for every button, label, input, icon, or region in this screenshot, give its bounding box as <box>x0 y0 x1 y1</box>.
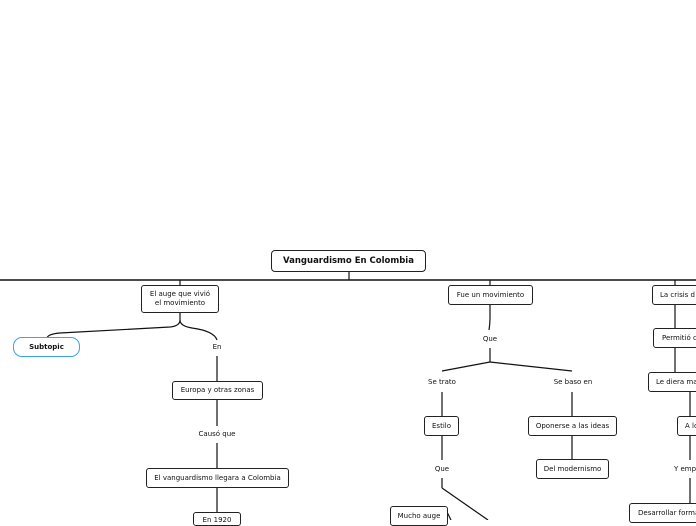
node-oponerse-label: Oponerse a las ideas <box>535 421 610 430</box>
node-permitio-label: Permitió c <box>662 333 696 342</box>
node-europa[interactable]: Europa y otras zonas <box>172 381 263 400</box>
center-topic-to-que <box>488 305 491 331</box>
connector-se-trato: Se trato <box>420 378 464 387</box>
left-fork-right <box>179 319 218 341</box>
topic-fue-label: Fue un movimiento <box>456 290 525 299</box>
node-desarrollar-label: Desarrollar forma <box>638 508 696 517</box>
node-mucho-auge[interactable]: Mucho auge <box>390 506 448 526</box>
node-llegara[interactable]: El vanguardismo llegara a Colombia <box>146 468 289 488</box>
center-fork-right <box>489 361 573 372</box>
que-diagonal <box>441 487 489 520</box>
connector-se-baso: Se baso en <box>546 378 600 387</box>
node-diera-label: Le diera ma <box>656 377 696 386</box>
node-estilo[interactable]: Estilo <box>424 416 459 436</box>
node-year-label: En 1920 <box>202 516 232 524</box>
topic-fue[interactable]: Fue un movimiento <box>448 285 533 305</box>
connector-que: Que <box>478 335 502 344</box>
subtopic-node[interactable]: Subtopic <box>13 337 80 357</box>
node-diera[interactable]: Le diera ma <box>648 372 696 392</box>
node-year[interactable]: En 1920 <box>193 512 241 526</box>
node-oponerse[interactable]: Oponerse a las ideas <box>528 416 617 436</box>
connector-que-2: Que <box>430 465 454 474</box>
topic-crisis-label: La crisis d <box>660 290 695 299</box>
connector-en: En <box>207 343 227 352</box>
node-modernismo[interactable]: Del modernismo <box>536 459 609 479</box>
root-node[interactable]: Vanguardismo En Colombia <box>271 250 426 272</box>
node-a-lo[interactable]: A lo <box>677 416 696 436</box>
topic-auge-label: El auge que vivió el movimiento <box>149 290 211 307</box>
node-a-lo-label: A lo <box>685 421 696 430</box>
node-permitio[interactable]: Permitió c <box>653 328 696 348</box>
connector-causo: Causó que <box>190 430 244 439</box>
connector-y-emp: Y emp <box>674 465 696 474</box>
node-europa-label: Europa y otras zonas <box>180 386 255 394</box>
topic-crisis[interactable]: La crisis d <box>652 285 696 305</box>
root-title: Vanguardismo En Colombia <box>283 255 414 266</box>
left-fork <box>46 313 181 339</box>
node-estilo-label: Estilo <box>432 421 451 430</box>
center-fork-left <box>441 361 491 372</box>
topic-auge[interactable]: El auge que vivió el movimiento <box>141 285 219 313</box>
node-llegara-label: El vanguardismo llegara a Colombia <box>154 473 281 482</box>
node-mucho-auge-label: Mucho auge <box>397 511 441 520</box>
node-desarrollar[interactable]: Desarrollar forma <box>629 503 696 523</box>
node-modernismo-label: Del modernismo <box>543 464 602 473</box>
subtopic-label: Subtopic <box>29 342 64 351</box>
